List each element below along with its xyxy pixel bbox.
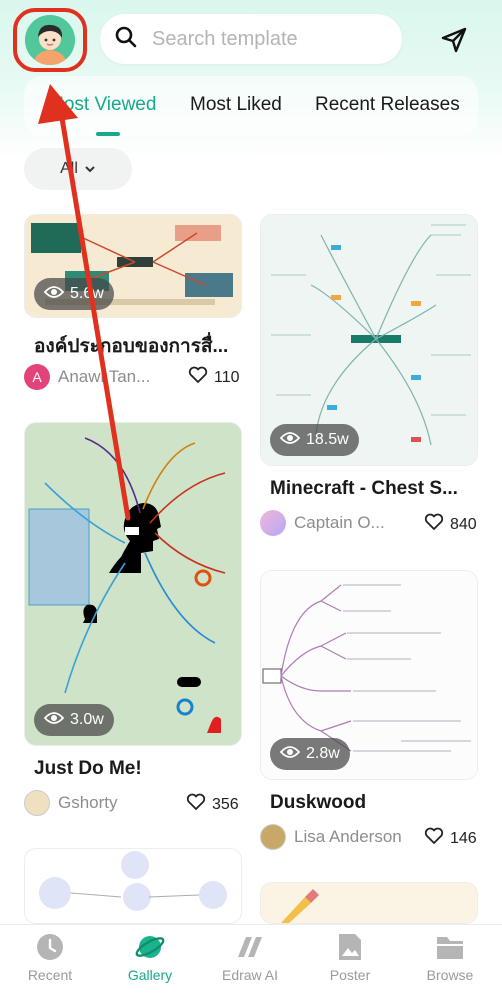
nav-label: Browse [426, 967, 474, 983]
category-filter-dropdown[interactable]: All [24, 148, 132, 190]
template-title[interactable]: Duskwood [270, 792, 367, 813]
heart-icon [186, 793, 206, 816]
view-count-badge: 5.6w [34, 278, 114, 310]
filter-label: All [60, 160, 78, 177]
author-name: Gshorty [58, 793, 118, 812]
nav-label: Gallery [127, 967, 173, 983]
search-placeholder: Search template [152, 27, 298, 50]
like-count[interactable]: 110 [188, 366, 240, 389]
like-count-value: 110 [214, 368, 240, 386]
author-name: Anawi Tan... [58, 367, 151, 386]
view-count-badge: 18.5w [270, 424, 359, 456]
profile-avatar-button[interactable] [13, 8, 87, 72]
template-title[interactable]: Minecraft - Chest S... [270, 478, 458, 499]
search-input[interactable]: Search template [100, 14, 402, 64]
poster-icon [334, 931, 366, 963]
nav-label: Poster [329, 967, 371, 983]
heart-icon [424, 827, 444, 850]
heart-icon [424, 513, 444, 536]
nav-label: Recent [27, 967, 73, 983]
author-name: Captain O... [294, 513, 385, 532]
like-count-value: 840 [450, 515, 477, 533]
author-info[interactable]: Gshorty [24, 790, 118, 816]
eye-icon [279, 745, 301, 764]
tab-most-viewed[interactable]: Most Viewed [48, 94, 157, 115]
eye-icon [43, 285, 65, 304]
edraw-ai-icon [234, 931, 266, 963]
view-count-badge: 3.0w [34, 704, 114, 736]
view-count: 5.6w [70, 285, 104, 302]
eye-icon [279, 431, 301, 450]
author-info[interactable]: A Anawi Tan... [24, 364, 150, 390]
view-count: 18.5w [306, 431, 349, 448]
tab-most-liked[interactable]: Most Liked [190, 94, 282, 115]
user-avatar-icon [25, 15, 75, 65]
active-tab-indicator [96, 132, 120, 136]
nav-recent[interactable]: Recent [0, 931, 100, 983]
folder-icon [434, 931, 466, 963]
template-thumbnail[interactable] [260, 214, 478, 466]
template-title[interactable]: องค์ประกอบของการสื่... [34, 336, 229, 357]
nav-browse[interactable]: Browse [400, 931, 500, 983]
eye-icon [43, 711, 65, 730]
author-avatar [24, 790, 50, 816]
author-avatar [260, 510, 286, 536]
nav-poster[interactable]: Poster [300, 931, 400, 983]
clock-icon [34, 931, 66, 963]
sort-tabs: Most Viewed Most Liked Recent Releases [24, 76, 478, 136]
chevron-down-icon [84, 160, 96, 178]
view-count: 2.8w [306, 745, 340, 762]
search-icon [114, 25, 138, 54]
like-count[interactable]: 840 [424, 513, 477, 536]
view-count-badge: 2.8w [270, 738, 350, 770]
like-count-value: 356 [212, 795, 239, 813]
author-info[interactable]: Captain O... [260, 510, 385, 536]
template-title[interactable]: Just Do Me! [34, 758, 142, 779]
bottom-navigation: Recent Gallery Edraw AI Poster Browse [0, 924, 502, 1000]
author-avatar [260, 824, 286, 850]
tab-recent-releases[interactable]: Recent Releases [315, 94, 460, 115]
like-count-value: 146 [450, 829, 477, 847]
nav-label: Edraw AI [221, 967, 279, 983]
planet-icon [134, 931, 166, 963]
view-count: 3.0w [70, 711, 104, 728]
like-count[interactable]: 356 [186, 793, 239, 816]
like-count[interactable]: 146 [424, 827, 477, 850]
template-thumbnail[interactable] [24, 848, 242, 924]
nav-gallery[interactable]: Gallery [100, 931, 200, 983]
nav-edraw-ai[interactable]: Edraw AI [200, 931, 300, 983]
author-info[interactable]: Lisa Anderson [260, 824, 402, 850]
paper-plane-icon[interactable] [440, 26, 468, 54]
template-thumbnail[interactable] [260, 882, 478, 924]
author-avatar: A [24, 364, 50, 390]
template-thumbnail[interactable] [24, 422, 242, 746]
heart-icon [188, 366, 208, 389]
author-name: Lisa Anderson [294, 827, 402, 846]
